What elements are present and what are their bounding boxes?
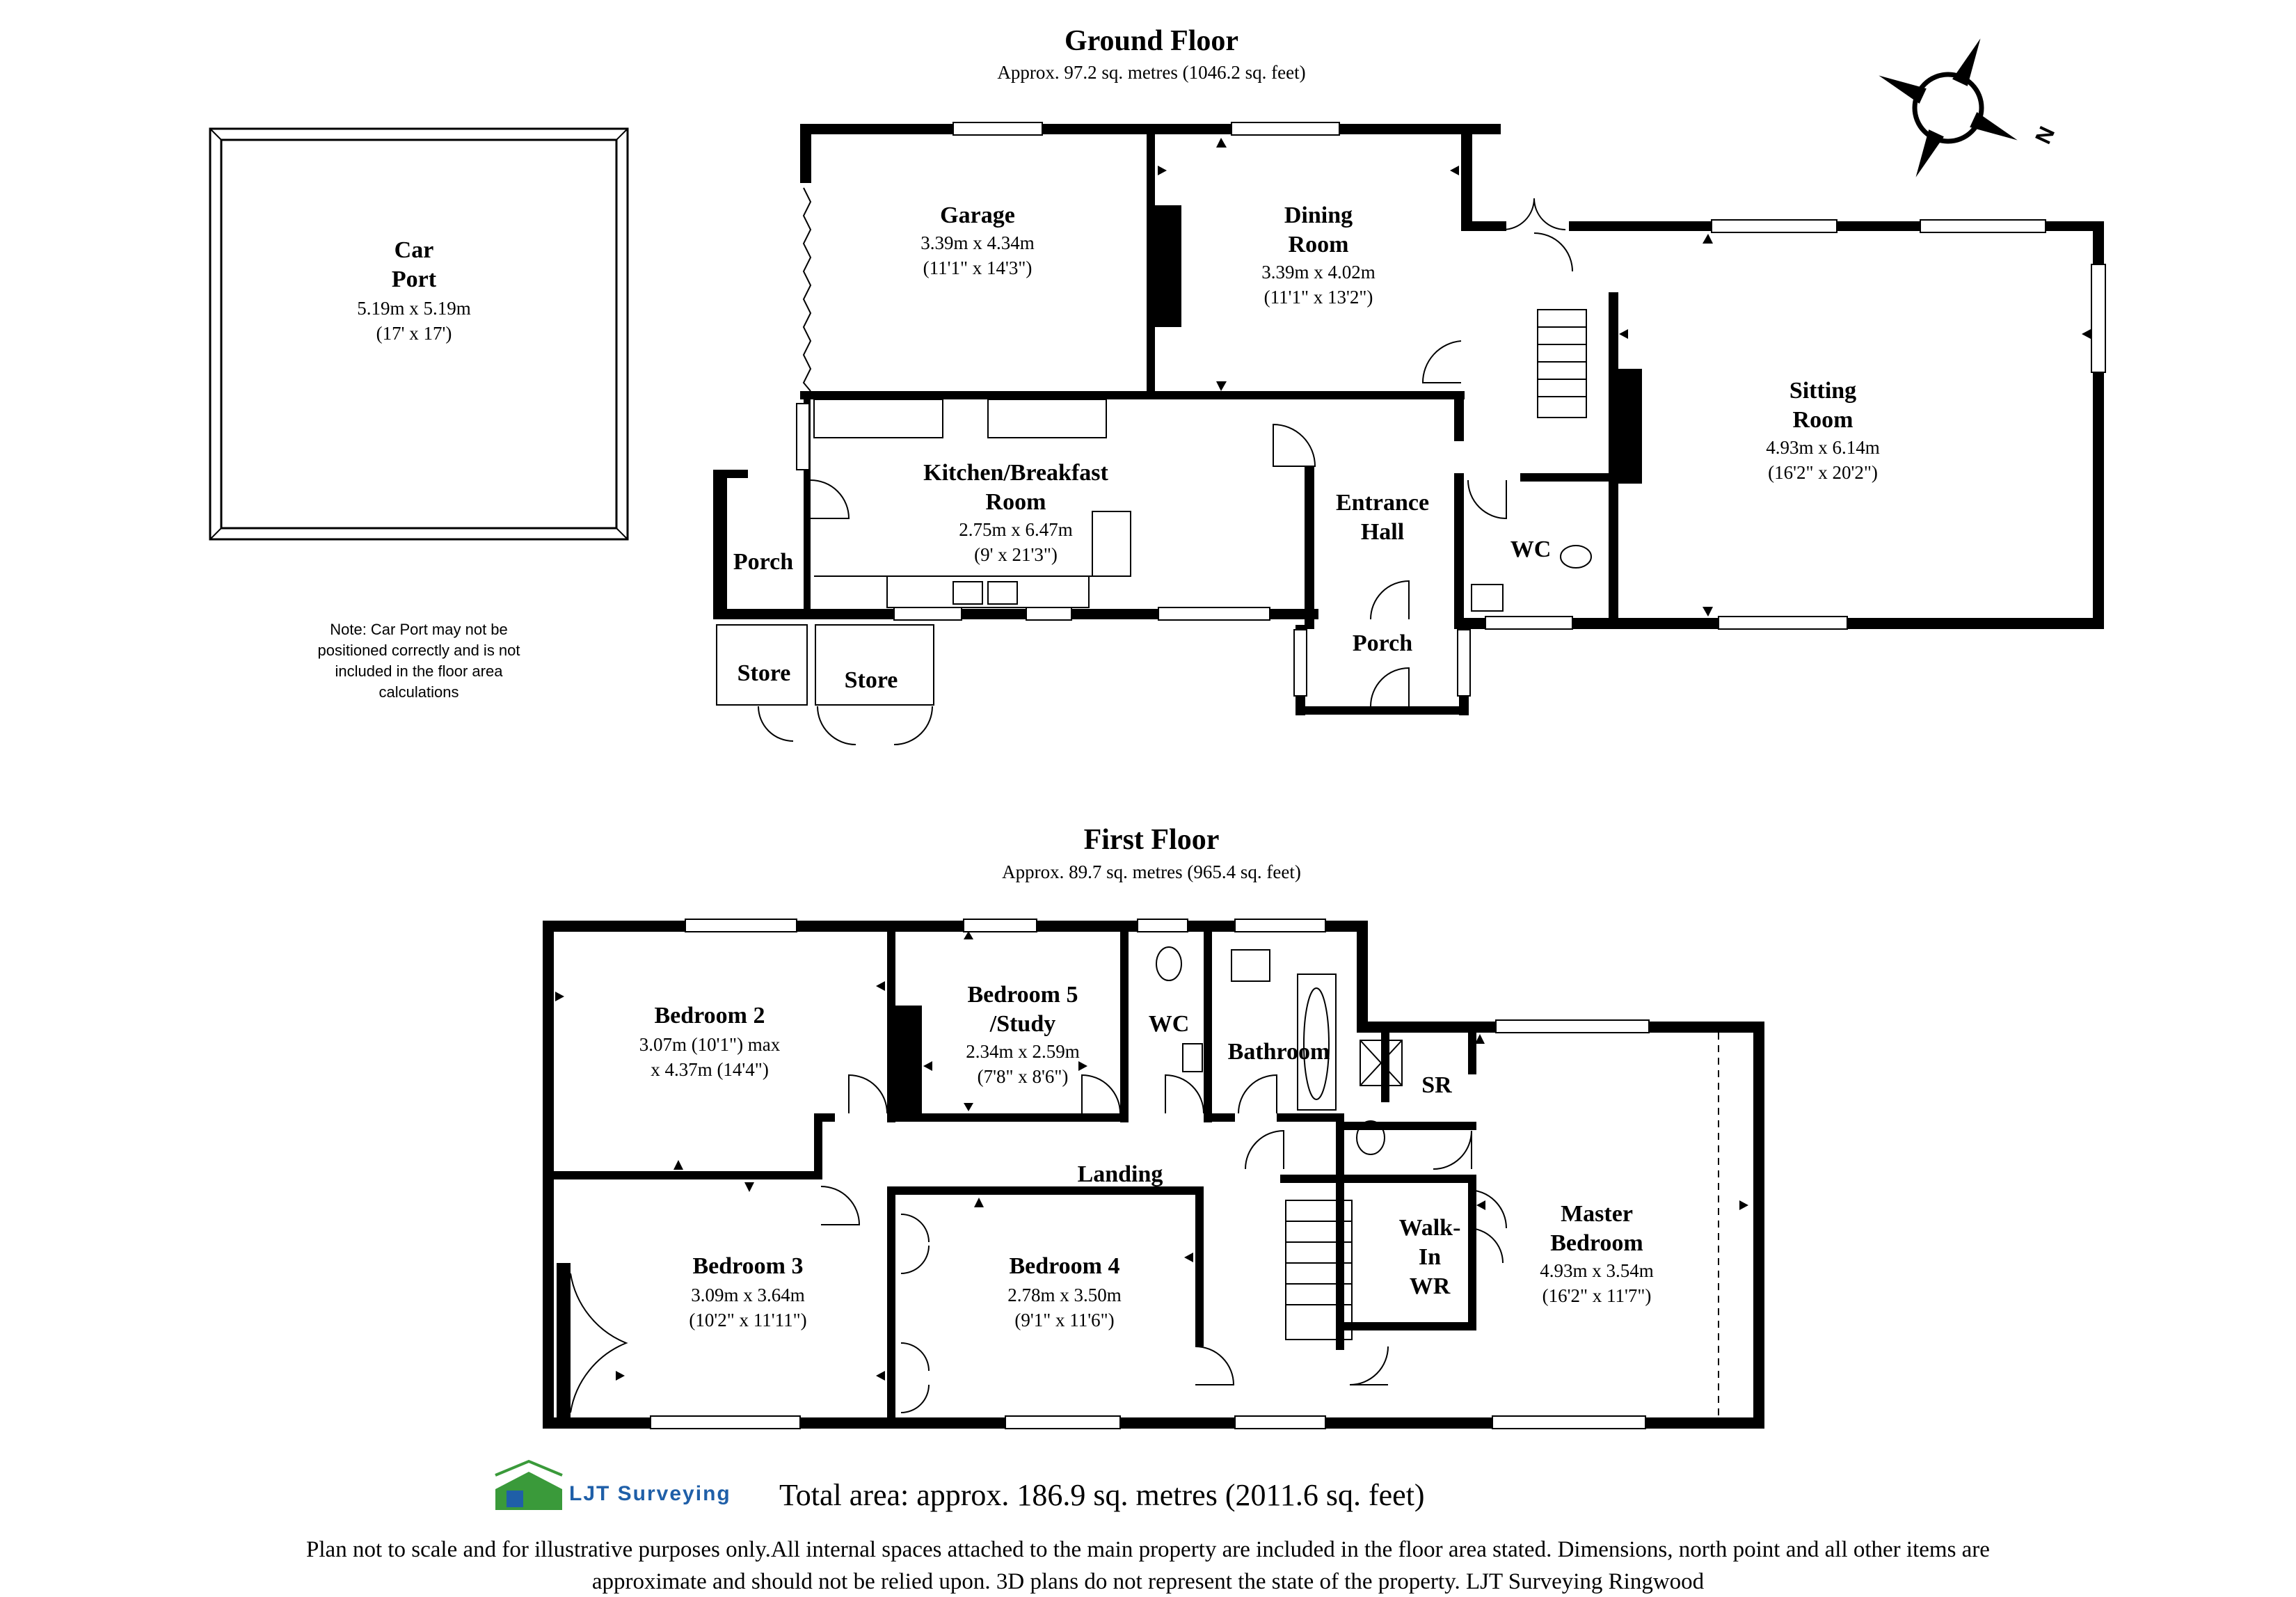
ground-wc-basin (1471, 584, 1504, 612)
ground-doors (758, 198, 1573, 745)
master-label: Master (1561, 1201, 1633, 1227)
garage-dim-ft: (11'1" x 14'3") (923, 257, 1033, 278)
carport-label-2: Port (392, 267, 437, 292)
kitchen-dim-m: 2.75m x 6.47m (959, 519, 1073, 540)
svg-text:calculations: calculations (379, 683, 459, 701)
garage-door (802, 187, 812, 392)
bedroom5-label-2: /Study (989, 1011, 1056, 1037)
total-area: Total area: approx. 186.9 sq. metres (20… (779, 1478, 1425, 1512)
bedroom4-dim-m: 2.78m x 3.50m (1007, 1285, 1122, 1305)
bedroom5-label: Bedroom 5 (968, 982, 1078, 1008)
master-dim-m: 4.93m x 3.54m (1540, 1260, 1654, 1281)
master-dim-ft: (16'2" x 11'7") (1542, 1285, 1652, 1306)
carport-note: Note: Car Port may not be positioned cor… (317, 621, 520, 701)
walkin-label-3: WR (1410, 1273, 1451, 1299)
svg-text:positioned correctly and is no: positioned correctly and is not (317, 642, 520, 659)
first-floor-area: Approx. 89.7 sq. metres (965.4 sq. feet) (1002, 861, 1301, 882)
sr-label: SR (1421, 1072, 1452, 1098)
first-floor-windows (650, 919, 1650, 1429)
ground-floor-area: Approx. 97.2 sq. metres (1046.2 sq. feet… (997, 62, 1305, 83)
carport-label: Car (394, 237, 434, 263)
logo-text: LJT Surveying (569, 1482, 731, 1505)
bedroom4-dim-ft: (9'1" x 11'6") (1014, 1310, 1114, 1330)
bedroom5-dim-ft: (7'8" x 8'6") (978, 1066, 1069, 1087)
kitchen-dim-ft: (9' x 21'3") (974, 544, 1058, 565)
walkin-label-2: In (1419, 1244, 1441, 1270)
entrance-hall-label: Entrance (1336, 490, 1429, 516)
disclaimer-line-2: approximate and should not be relied upo… (592, 1569, 1705, 1594)
kitchen-fittings (813, 399, 1131, 608)
svg-text:Note: Car Port may not be: Note: Car Port may not be (330, 621, 508, 638)
bedroom2-label: Bedroom 2 (655, 1003, 765, 1028)
first-floor-title: First Floor (1084, 824, 1220, 856)
walkin-label: Walk- (1399, 1215, 1461, 1241)
porch-left-label: Porch (733, 549, 793, 575)
landing-label: Landing (1078, 1161, 1163, 1187)
bedroom4-label: Bedroom 4 (1010, 1253, 1120, 1279)
carport-dim-ft: (17' x 17') (376, 323, 452, 344)
carport (209, 127, 629, 541)
compass: N (1879, 38, 2059, 177)
ljt-logo: LJT Surveying (495, 1459, 731, 1510)
dining-dim-m: 3.39m x 4.02m (1261, 262, 1376, 283)
ground-wc-label: WC (1510, 537, 1552, 562)
entrance-hall-label-2: Hall (1361, 519, 1404, 545)
bedroom3-dim-ft: (10'2" x 11'11") (689, 1310, 806, 1330)
ground-stairs (1537, 309, 1587, 418)
dining-label-2: Room (1289, 232, 1349, 257)
porch-front-label: Porch (1353, 630, 1412, 656)
measurement-arrows (555, 138, 2091, 1381)
dining-dim-ft: (11'1" x 13'2") (1264, 287, 1373, 308)
bedroom2-dim-m: 3.07m (10'1") max (639, 1034, 781, 1055)
ground-floor-title: Ground Floor (1065, 25, 1238, 57)
svg-text:included in the floor area: included in the floor area (335, 662, 504, 680)
bedroom3-dim-m: 3.09m x 3.64m (691, 1285, 805, 1305)
first-wc-label: WC (1149, 1011, 1190, 1037)
first-bath-fittings (1156, 946, 1719, 1417)
kitchen-label-2: Room (986, 489, 1046, 515)
sitting-dim-ft: (16'2" x 20'2") (1768, 462, 1878, 483)
bedroom2-dim-ft: x 4.37m (14'4") (651, 1059, 769, 1080)
carport-dim-m: 5.19m x 5.19m (357, 298, 471, 319)
sitting-dim-m: 4.93m x 6.14m (1766, 437, 1880, 458)
first-stairs (1285, 1200, 1353, 1340)
ground-floor-walls (713, 124, 2104, 715)
bathroom-label: Bathroom (1228, 1039, 1330, 1065)
bedroom5-dim-m: 2.34m x 2.59m (966, 1041, 1080, 1062)
ground-wc-toilet (1560, 545, 1592, 569)
store1-label: Store (738, 660, 791, 686)
sitting-label: Sitting (1789, 378, 1856, 404)
first-floor-doors (570, 1074, 1507, 1413)
compass-north-label: N (2030, 122, 2059, 148)
dining-label: Dining (1284, 202, 1353, 228)
kitchen-label: Kitchen/Breakfast (923, 460, 1108, 486)
master-label-2: Bedroom (1550, 1230, 1643, 1256)
bedroom3-label: Bedroom 3 (693, 1253, 804, 1279)
garage-label: Garage (940, 202, 1015, 228)
disclaimer-line-1: Plan not to scale and for illustrative p… (306, 1537, 1990, 1562)
store2-label: Store (845, 667, 898, 693)
garage-dim-m: 3.39m x 4.34m (920, 232, 1035, 253)
ground-floor-windows (796, 122, 2106, 697)
sitting-label-2: Room (1793, 407, 1853, 433)
